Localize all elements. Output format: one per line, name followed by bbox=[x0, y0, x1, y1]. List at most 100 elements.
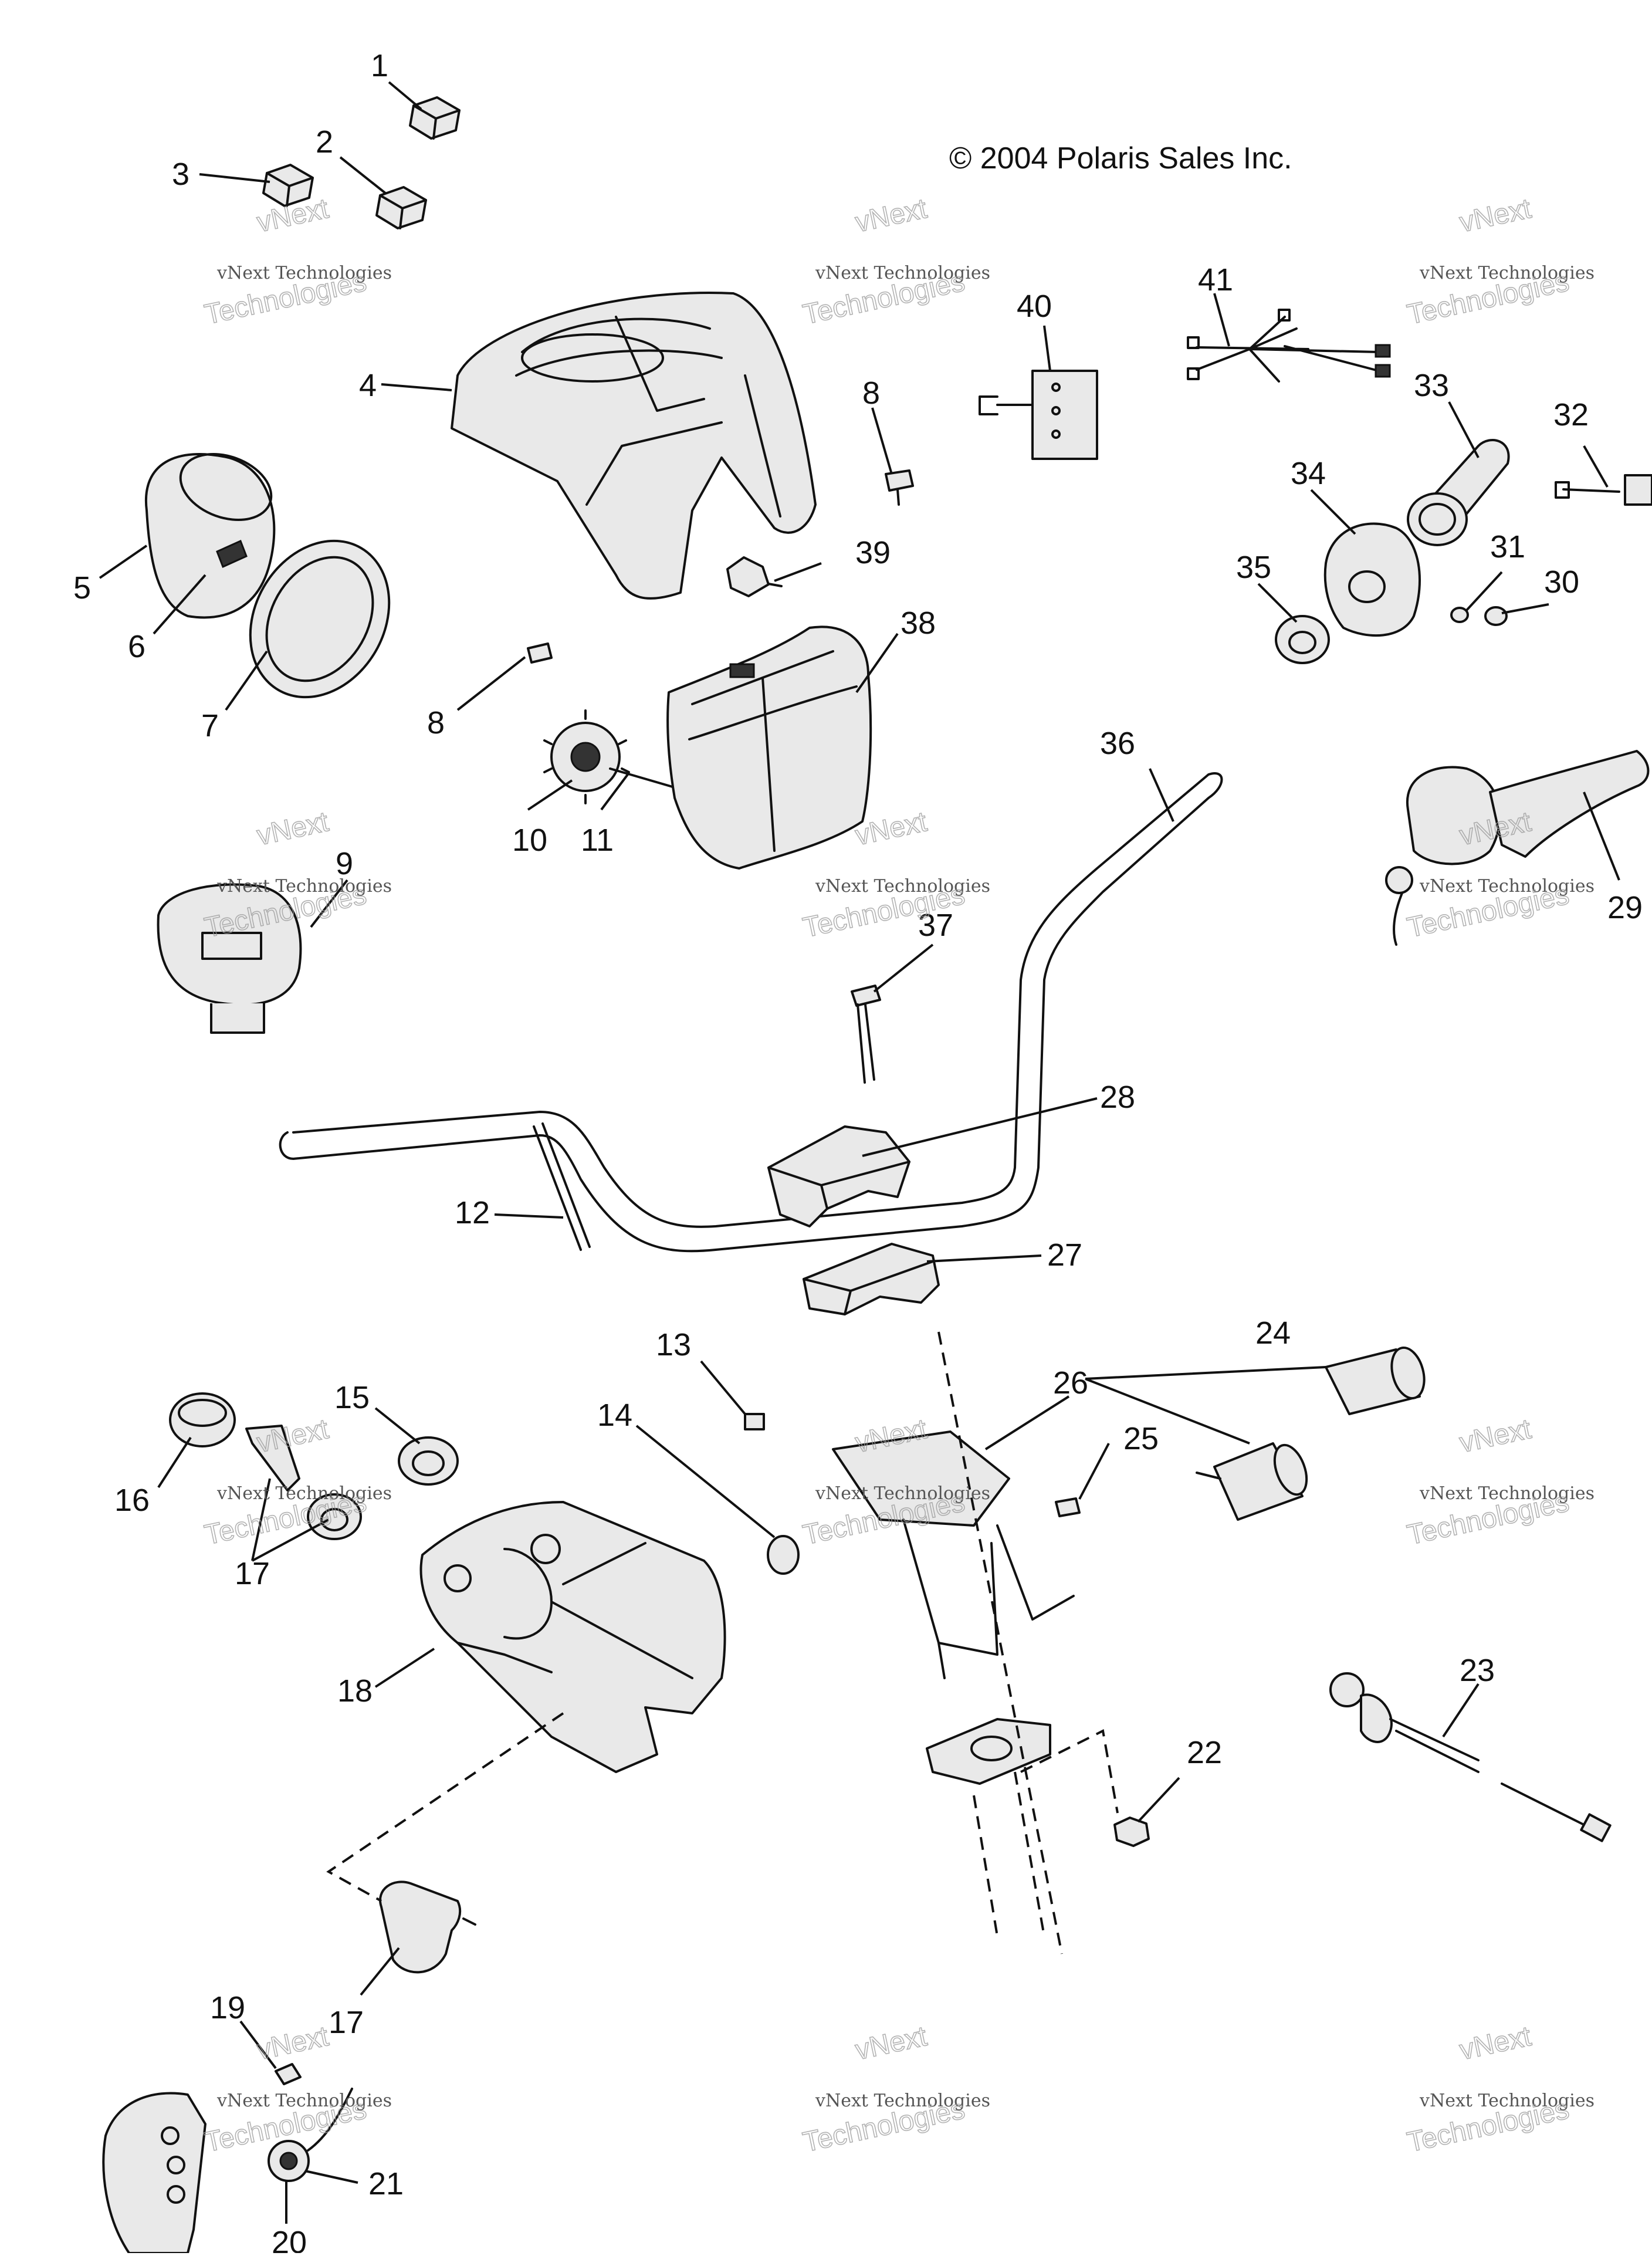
svg-text:vNext: vNext bbox=[254, 806, 331, 851]
svg-text:vNext: vNext bbox=[254, 1413, 331, 1459]
callout-33: 33 bbox=[1414, 368, 1449, 403]
callout-6: 6 bbox=[128, 629, 145, 664]
part-adjuster-10 bbox=[543, 709, 630, 804]
svg-text:vNext Technologies: vNext Technologies bbox=[216, 2091, 392, 2111]
callout-20: 20 bbox=[272, 2225, 307, 2253]
watermark-bottom-right: vNext vNext Technologies Technologies bbox=[1404, 2020, 1595, 2159]
part-lower-housing-18 bbox=[419, 1501, 726, 1773]
part-plug-32 bbox=[1555, 474, 1652, 506]
column-line-1 bbox=[973, 1795, 998, 1937]
callout-15: 15 bbox=[334, 1380, 370, 1415]
watermark-bottom-center: vNext vNext Technologies Technologies bbox=[800, 2020, 990, 2159]
svg-text:vNext Technologies: vNext Technologies bbox=[216, 876, 392, 897]
callout-3: 3 bbox=[172, 157, 189, 192]
watermark-mid-left: vNext vNext Technologies Technologies bbox=[201, 806, 392, 944]
part-switch-17 bbox=[379, 1880, 476, 1974]
svg-text:vNext Technologies: vNext Technologies bbox=[1419, 2091, 1595, 2111]
callout-32: 32 bbox=[1553, 397, 1589, 432]
callout-37: 37 bbox=[918, 908, 953, 943]
callout-19: 19 bbox=[210, 1990, 245, 2025]
callout-16: 16 bbox=[114, 1483, 150, 1518]
svg-text:vNext Technologies: vNext Technologies bbox=[815, 263, 990, 283]
part-gauge-5-6 bbox=[144, 452, 276, 619]
part-switch-1 bbox=[409, 96, 461, 140]
part-bolt-37 bbox=[851, 985, 881, 1084]
nut-guide-line bbox=[1020, 1729, 1119, 1814]
part-bolt-8b bbox=[527, 642, 553, 664]
callout-17a: 17 bbox=[235, 1556, 270, 1591]
part-socket-39 bbox=[726, 556, 783, 597]
callout-11: 11 bbox=[581, 823, 614, 858]
part-shaft-11 bbox=[609, 767, 682, 790]
part-grommet-15 bbox=[398, 1436, 459, 1486]
callout-24: 24 bbox=[1255, 1315, 1291, 1351]
callout-13: 13 bbox=[656, 1327, 691, 1362]
callout-30: 30 bbox=[1544, 564, 1579, 600]
centerline bbox=[937, 1331, 1063, 1954]
watermark-top-center: vNext vNext Technologies Technologies bbox=[800, 192, 990, 331]
callout-8b: 8 bbox=[427, 705, 445, 740]
part-bolt-25 bbox=[1055, 1497, 1081, 1517]
svg-text:vNext Technologies: vNext Technologies bbox=[1419, 1483, 1595, 1504]
part-ring-7 bbox=[249, 539, 391, 699]
svg-text:vNext: vNext bbox=[852, 193, 929, 238]
part-housing-34 bbox=[1323, 522, 1421, 637]
switch-guide-line bbox=[326, 1712, 564, 1902]
svg-text:vNext: vNext bbox=[254, 2021, 331, 2066]
watermark-lower-right: vNext vNext Technologies Technologies bbox=[1404, 1413, 1595, 1551]
callout-numbers: 1 2 3 4 5 6 7 8 8 9 10 11 12 13 14 15 16… bbox=[73, 48, 1643, 2256]
svg-text:vNext Technologies: vNext Technologies bbox=[815, 1483, 990, 1504]
part-switch-assembly-19-21 bbox=[102, 2063, 353, 2254]
part-cable-23 bbox=[1329, 1672, 1612, 1842]
part-connector-40 bbox=[979, 370, 1098, 460]
callout-2: 2 bbox=[316, 124, 333, 160]
svg-text:vNext: vNext bbox=[852, 2021, 929, 2066]
part-clip-13 bbox=[744, 1413, 765, 1430]
svg-text:vNext Technologies: vNext Technologies bbox=[1419, 263, 1595, 283]
part-bracket-17 bbox=[245, 1425, 362, 1540]
callout-10: 10 bbox=[512, 823, 547, 858]
leader-lines bbox=[99, 81, 1620, 2224]
watermark-mid-center: vNext vNext Technologies Technologies bbox=[800, 806, 990, 944]
part-switch-2 bbox=[375, 186, 427, 229]
part-cable-tie-12 bbox=[533, 1122, 591, 1251]
svg-text:vNext Technologies: vNext Technologies bbox=[216, 263, 392, 283]
callout-41: 41 bbox=[1198, 262, 1233, 297]
svg-text:vNext: vNext bbox=[1457, 2021, 1533, 2066]
callout-23: 23 bbox=[1460, 1653, 1495, 1688]
callout-22: 22 bbox=[1187, 1735, 1222, 1770]
callout-14: 14 bbox=[597, 1398, 632, 1433]
callout-34: 34 bbox=[1291, 456, 1326, 491]
callout-38: 38 bbox=[901, 606, 936, 641]
callout-39: 39 bbox=[855, 535, 891, 570]
watermark-lower-center: vNext vNext Technologies Technologies bbox=[800, 1413, 990, 1551]
svg-text:vNext Technologies: vNext Technologies bbox=[216, 1483, 392, 1504]
part-cylinder-24 bbox=[1196, 1346, 1426, 1521]
callout-7: 7 bbox=[201, 708, 219, 743]
callout-35: 35 bbox=[1236, 550, 1271, 585]
part-cap-16 bbox=[169, 1392, 236, 1447]
part-upper-clamp-28 bbox=[767, 1125, 910, 1227]
svg-text:vNext: vNext bbox=[254, 193, 331, 238]
svg-text:vNext: vNext bbox=[1457, 1413, 1533, 1459]
callout-27: 27 bbox=[1047, 1237, 1082, 1273]
callout-26: 26 bbox=[1053, 1365, 1088, 1401]
callout-29: 29 bbox=[1607, 890, 1643, 925]
part-switch-3 bbox=[262, 164, 314, 207]
part-handlebar-36 bbox=[279, 772, 1223, 1253]
callout-17b: 17 bbox=[329, 2005, 364, 2040]
part-headlight-38 bbox=[666, 625, 872, 870]
svg-text:vNext Technologies: vNext Technologies bbox=[1419, 876, 1595, 897]
callout-40: 40 bbox=[1017, 289, 1052, 324]
callout-25: 25 bbox=[1123, 1421, 1159, 1456]
part-grommet-14 bbox=[767, 1535, 800, 1575]
callout-5: 5 bbox=[73, 570, 91, 606]
part-meter-9 bbox=[157, 883, 302, 1034]
part-headlight-pod-4 bbox=[451, 292, 817, 600]
part-cap-30 bbox=[1484, 606, 1508, 626]
part-nut-22 bbox=[1113, 1817, 1150, 1847]
svg-text:vNext Technologies: vNext Technologies bbox=[815, 876, 990, 897]
part-lower-clamp-27 bbox=[803, 1243, 940, 1315]
